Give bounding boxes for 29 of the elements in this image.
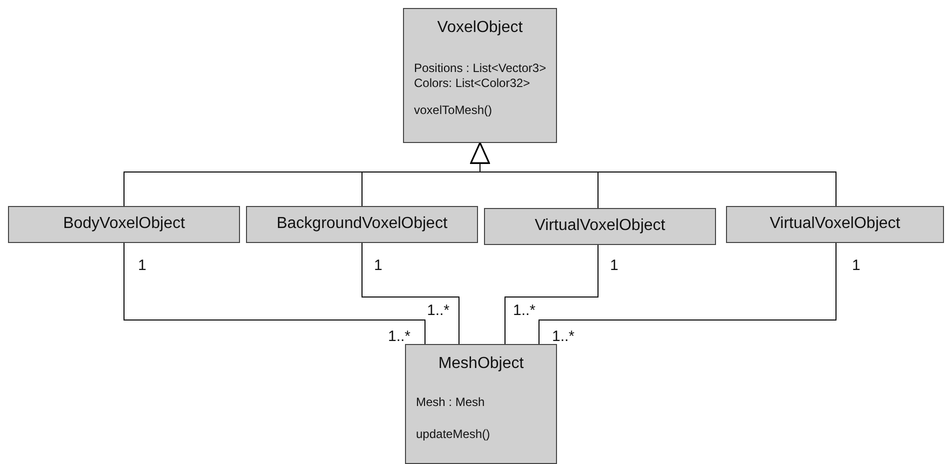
multiplicity-label: 1 <box>374 257 382 274</box>
class-name: VirtualVoxelObject <box>768 215 902 233</box>
class-box <box>484 208 716 245</box>
association-line <box>124 242 426 344</box>
class-name: VoxelObject <box>436 19 524 37</box>
class-attributes: Mesh : Mesh <box>416 395 486 410</box>
class-method: voxelToMesh() <box>414 103 494 118</box>
class-box <box>405 344 557 464</box>
class-box <box>403 8 557 143</box>
multiplicity-label: 1..* <box>552 328 575 345</box>
association-line <box>362 242 460 344</box>
association-line <box>538 242 836 344</box>
multiplicity-label: 1 <box>852 257 860 274</box>
multiplicity-label: 1..* <box>388 328 411 345</box>
multiplicity-label: 1 <box>610 257 618 274</box>
class-attributes: Positions : List<Vector3> Colors: List<Color32> <box>414 61 548 91</box>
multiplicity-label: 1 <box>138 257 146 274</box>
class-name: VirtualVoxelObject <box>534 217 666 235</box>
class-method: updateMesh() <box>416 427 492 442</box>
class-box <box>8 206 240 243</box>
association-line <box>504 244 598 344</box>
class-name: MeshObject <box>437 355 525 373</box>
class-box <box>246 206 478 243</box>
class-name: BodyVoxelObject <box>62 215 186 233</box>
class-box <box>726 206 944 243</box>
multiplicity-label: 1..* <box>427 302 450 319</box>
multiplicity-label: 1..* <box>513 302 536 319</box>
generalization-arrow <box>470 142 836 206</box>
class-name: BackgroundVoxelObject <box>276 215 448 233</box>
